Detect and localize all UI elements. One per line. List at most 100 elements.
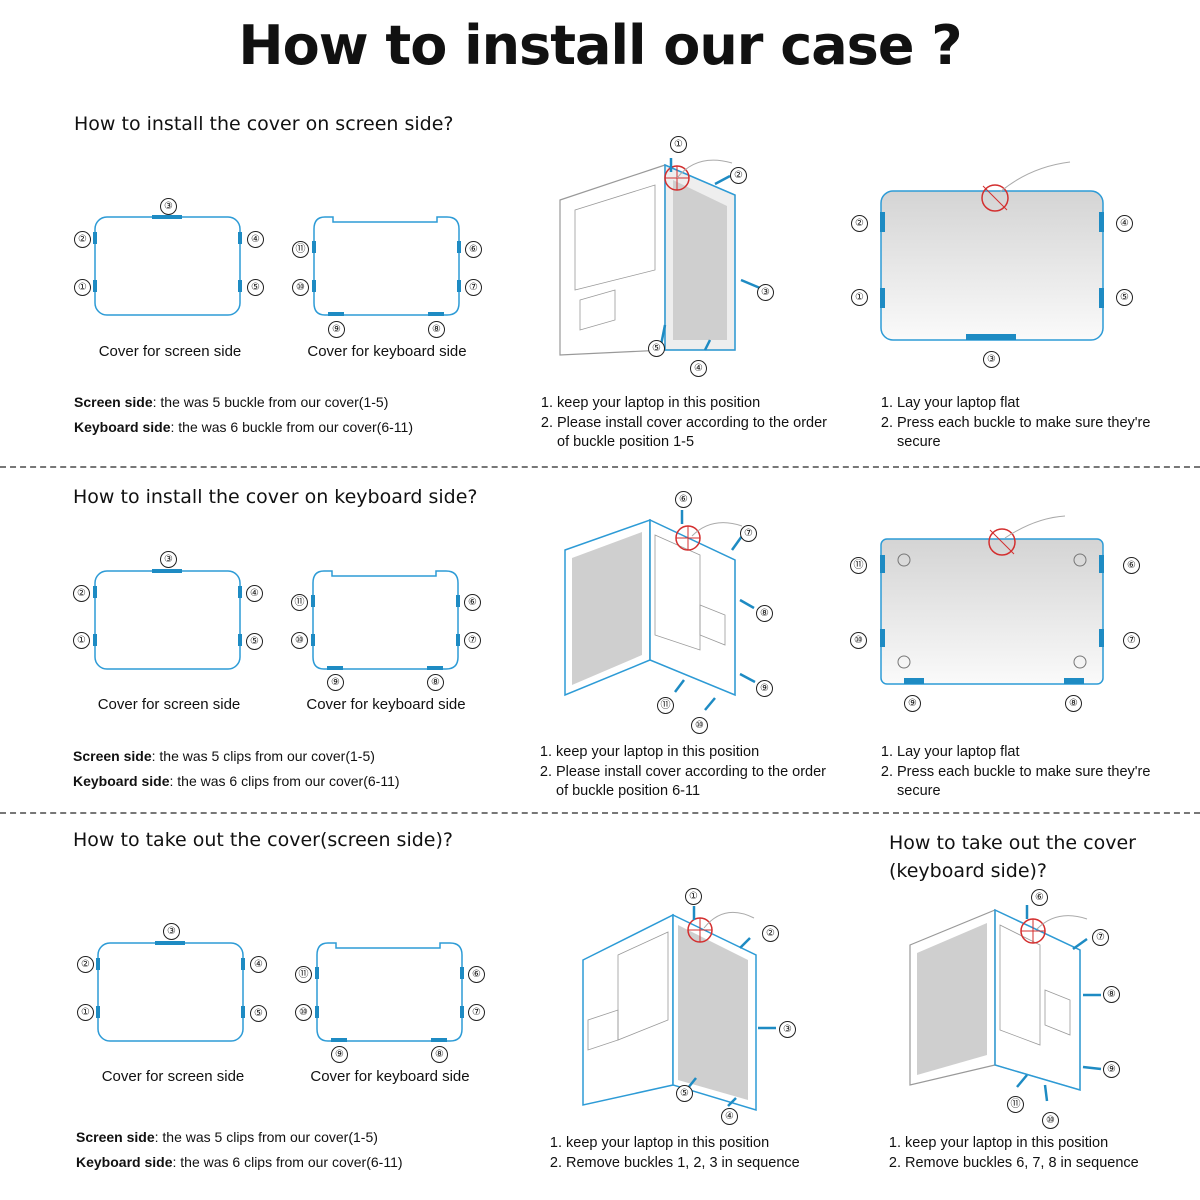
keyboard-cover-diagram	[311, 570, 460, 670]
marker-6: ⑥	[675, 491, 692, 508]
marker-10: ⑩	[292, 279, 309, 296]
marker-6: ⑥	[468, 966, 485, 983]
section3-steps-a: keep your laptop in this position Remove…	[548, 1134, 838, 1173]
marker-2: ②	[851, 215, 868, 232]
marker-3: ③	[163, 923, 180, 940]
caption-screen-cover: Cover for screen side	[97, 696, 241, 713]
marker-3: ③	[160, 198, 177, 215]
marker-1: ①	[73, 632, 90, 649]
marker-6: ⑥	[1123, 557, 1140, 574]
marker-11: ⑪	[295, 966, 312, 983]
marker-10: ⑩	[295, 1004, 312, 1021]
caption-keyboard-cover: Cover for keyboard side	[306, 696, 466, 713]
caption-screen-cover: Cover for screen side	[98, 343, 242, 360]
screen-cover-diagram	[96, 941, 245, 1042]
marker-5: ⑤	[246, 633, 263, 650]
marker-7: ⑦	[468, 1004, 485, 1021]
marker-11: ⑪	[657, 697, 674, 714]
marker-2: ②	[73, 585, 90, 602]
marker-4: ④	[690, 360, 707, 377]
marker-9: ⑨	[328, 321, 345, 338]
marker-7: ⑦	[1123, 632, 1140, 649]
marker-11: ⑪	[291, 594, 308, 611]
marker-8: ⑧	[431, 1046, 448, 1063]
marker-2: ②	[730, 167, 747, 184]
section1-notes: Screen side: the was 5 buckle from our c…	[74, 394, 413, 435]
laptop-flat-illustration	[880, 515, 1104, 685]
section3-steps-b: keep your laptop in this position Remove…	[887, 1134, 1177, 1173]
keyboard-cover-diagram	[312, 216, 461, 316]
section3-notes: Screen side: the was 5 clips from our co…	[76, 1129, 403, 1170]
marker-2: ②	[74, 231, 91, 248]
laptop-flat-illustration	[880, 161, 1104, 341]
marker-11: ⑪	[292, 241, 309, 258]
marker-6: ⑥	[465, 241, 482, 258]
marker-9: ⑨	[904, 695, 921, 712]
marker-8: ⑧	[1065, 695, 1082, 712]
marker-8: ⑧	[427, 674, 444, 691]
marker-8: ⑧	[428, 321, 445, 338]
section3-heading: How to take out the cover(screen side)?	[73, 829, 453, 851]
keyboard-cover-diagram	[315, 942, 464, 1042]
marker-5: ⑤	[676, 1085, 693, 1102]
caption-keyboard-cover: Cover for keyboard side	[307, 343, 467, 360]
caption-screen-cover: Cover for screen side	[101, 1068, 245, 1085]
marker-4: ④	[721, 1108, 738, 1125]
page-title: How to install our case ?	[238, 14, 962, 77]
divider-2	[0, 812, 1200, 814]
marker-5: ⑤	[1116, 289, 1133, 306]
caption-keyboard-cover: Cover for keyboard side	[310, 1068, 470, 1085]
marker-6: ⑥	[1031, 889, 1048, 906]
marker-10: ⑩	[291, 632, 308, 649]
marker-4: ④	[247, 231, 264, 248]
marker-4: ④	[1116, 215, 1133, 232]
screen-cover-diagram	[93, 215, 242, 316]
marker-9: ⑨	[331, 1046, 348, 1063]
marker-3: ③	[779, 1021, 796, 1038]
marker-2: ②	[77, 956, 94, 973]
section2-steps-b: Lay your laptop flat Press each buckle t…	[879, 743, 1169, 802]
marker-3: ③	[757, 284, 774, 301]
marker-9: ⑨	[756, 680, 773, 697]
marker-7: ⑦	[465, 279, 482, 296]
marker-7: ⑦	[1092, 929, 1109, 946]
laptop-remove-illustration	[582, 906, 776, 1112]
marker-10: ⑩	[691, 717, 708, 734]
marker-11: ⑪	[1007, 1096, 1024, 1113]
marker-2: ②	[762, 925, 779, 942]
marker-8: ⑧	[1103, 986, 1120, 1003]
section1-heading: How to install the cover on screen side?	[74, 113, 454, 135]
marker-7: ⑦	[740, 525, 757, 542]
marker-5: ⑤	[250, 1005, 267, 1022]
marker-1: ①	[851, 289, 868, 306]
laptop-remove-illustration	[909, 905, 1102, 1102]
section2-steps-a: keep your laptop in this position Please…	[538, 743, 828, 802]
marker-11: ⑪	[850, 557, 867, 574]
section3-heading-right: How to take out the cover (keyboard side…	[889, 832, 1136, 882]
divider-1	[0, 466, 1200, 468]
marker-9: ⑨	[1103, 1061, 1120, 1078]
marker-7: ⑦	[464, 632, 481, 649]
marker-1: ①	[74, 279, 91, 296]
marker-1: ①	[670, 136, 687, 153]
marker-3: ③	[160, 551, 177, 568]
marker-6: ⑥	[464, 594, 481, 611]
marker-10: ⑩	[1042, 1112, 1059, 1129]
marker-9: ⑨	[327, 674, 344, 691]
marker-1: ①	[77, 1004, 94, 1021]
laptop-install-illustration	[564, 510, 756, 711]
marker-5: ⑤	[648, 340, 665, 357]
marker-10: ⑩	[850, 632, 867, 649]
marker-1: ①	[685, 888, 702, 905]
screen-cover-diagram	[93, 569, 242, 670]
section2-heading: How to install the cover on keyboard sid…	[73, 486, 478, 508]
marker-4: ④	[250, 956, 267, 973]
section2-notes: Screen side: the was 5 clips from our co…	[73, 748, 400, 789]
marker-8: ⑧	[756, 605, 773, 622]
marker-3: ③	[983, 351, 1000, 368]
laptop-install-illustration	[559, 158, 761, 356]
section1-steps-b: Lay your laptop flat Press each buckle t…	[879, 394, 1169, 453]
section1-steps-a: keep your laptop in this position Please…	[539, 394, 829, 453]
marker-5: ⑤	[247, 279, 264, 296]
marker-4: ④	[246, 585, 263, 602]
